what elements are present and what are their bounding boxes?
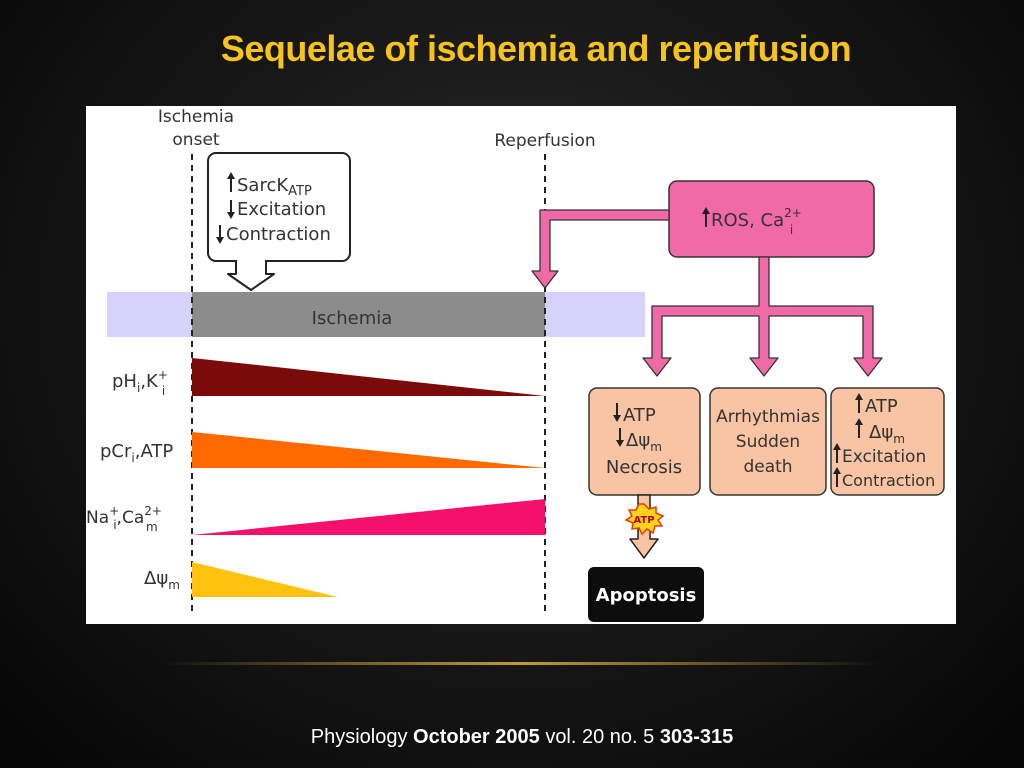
- reperfusion-recovery-box: [830, 387, 945, 496]
- down-arrow-icon: [616, 428, 624, 447]
- up-arrow-icon: [227, 172, 235, 192]
- arrhythmia-line3: death: [743, 457, 792, 477]
- arrhythmia-line2: Sudden: [736, 432, 800, 452]
- atp-badge-label: ATP: [633, 515, 654, 526]
- down-arrow-icon: [227, 200, 235, 219]
- recovery-line1: ATP: [865, 396, 898, 417]
- early-effects-box: [207, 152, 351, 262]
- necrosis-line2: Δψm: [626, 430, 662, 454]
- early-line1: SarcKATP: [237, 175, 312, 199]
- recovery-line4: Contraction: [842, 471, 935, 490]
- ischemia-onset-label-2: onset: [172, 130, 219, 150]
- citation: Physiology October 2005 vol. 20 no. 5 30…: [0, 726, 1024, 749]
- citation-pages: 303-315: [659, 726, 734, 748]
- apoptosis-box: [588, 567, 704, 622]
- ros-label: ROS, Ca2+i: [711, 206, 802, 237]
- citation-date: October 2005: [413, 726, 540, 748]
- up-arrow-icon: [702, 207, 710, 227]
- recovery-line2: Δψm: [869, 422, 905, 446]
- delta-psi-wedge: [192, 562, 338, 597]
- citation-journal: Physiology: [310, 726, 408, 748]
- arrhythmia-line1: Arrhythmias: [716, 407, 820, 427]
- atp-badge-burst: [624, 503, 665, 536]
- ph-k-wedge: [192, 358, 545, 396]
- na-ca-label: Na+i,Ca2+m: [86, 504, 162, 534]
- down-arrow-icon: [216, 225, 224, 244]
- delta-psi-label: Δψm: [144, 568, 180, 592]
- citation-volume: vol. 20 no. 5: [545, 726, 655, 748]
- early-line2: Excitation: [237, 199, 326, 220]
- down-arrow-icon: [613, 403, 621, 422]
- ros-to-reperfusion-arrow: [531, 209, 670, 289]
- ischemia-reperfusion-diagram: Ischemia Ischemia onset Reperfusion Sarc…: [86, 107, 945, 622]
- arrhythmia-box: [709, 387, 827, 496]
- pcr-atp-wedge: [192, 432, 545, 468]
- recovery-line3: Excitation: [842, 447, 926, 467]
- pcr-atp-label: pCri,ATP: [100, 441, 173, 465]
- early-line3: Contraction: [226, 224, 331, 245]
- early-effects-arrow: [227, 260, 275, 291]
- ros-branch-arrows: [642, 256, 883, 377]
- diagram-figure: Ischemia Ischemia onset Reperfusion Sarc…: [86, 106, 956, 624]
- up-arrow-icon: [833, 467, 841, 487]
- reperfusion-label: Reperfusion: [494, 131, 595, 151]
- necrosis-line1: ATP: [623, 405, 656, 426]
- ph-k-label: pHi,K+i: [112, 368, 168, 398]
- necrosis-line3: Necrosis: [606, 457, 682, 478]
- na-ca-wedge: [192, 499, 545, 535]
- up-arrow-icon: [833, 443, 841, 463]
- slide-title: Sequelae of ischemia and reperfusion: [220, 28, 852, 69]
- ischemia-bar-label: Ischemia: [312, 308, 393, 329]
- ischemia-onset-label-1: Ischemia: [158, 107, 234, 127]
- ischemia-bar: [192, 292, 545, 337]
- apoptosis-label: Apoptosis: [596, 585, 697, 606]
- up-arrow-icon: [855, 418, 863, 438]
- decorative-divider: [160, 662, 880, 665]
- up-arrow-icon: [855, 393, 863, 413]
